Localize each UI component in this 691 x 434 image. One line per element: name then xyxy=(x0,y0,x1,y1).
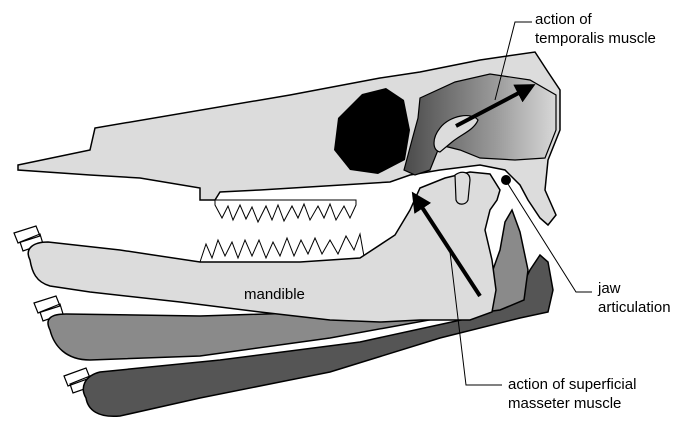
jaw-label-line2: articulation xyxy=(598,298,671,317)
jaw-label-line1: jaw xyxy=(598,279,671,298)
masseter-label-line2: masseter muscle xyxy=(508,394,636,413)
temporalis-label: action of temporalis muscle xyxy=(535,10,656,48)
masseter-label-line1: action of superficial xyxy=(508,375,636,394)
masseter-label: action of superficial masseter muscle xyxy=(508,375,636,413)
temporalis-label-line2: temporalis muscle xyxy=(535,29,656,48)
coronoid-process xyxy=(455,172,470,204)
mandible-label: mandible xyxy=(244,285,305,304)
temporalis-label-line1: action of xyxy=(535,10,656,29)
upper-teeth xyxy=(215,200,356,222)
jaw-articulation-joint xyxy=(501,175,511,185)
jaw-articulation-label: jaw articulation xyxy=(598,279,671,317)
lower-teeth xyxy=(200,234,365,262)
